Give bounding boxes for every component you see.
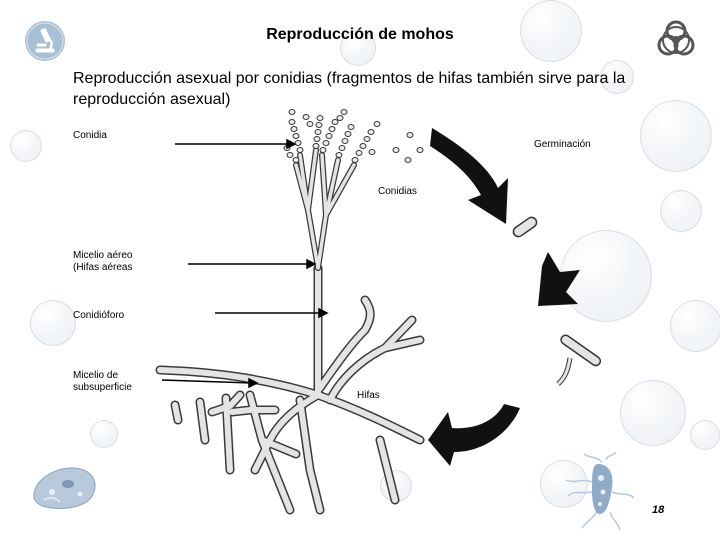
germinating-spore bbox=[512, 216, 602, 386]
free-conidia bbox=[368, 132, 424, 163]
background-bubble bbox=[670, 300, 720, 352]
biohazard-icon bbox=[657, 20, 695, 56]
background-bubble bbox=[540, 460, 588, 508]
background-bubble bbox=[640, 100, 712, 172]
background-bubble bbox=[90, 420, 118, 448]
label-pointers bbox=[161, 138, 329, 389]
background-bubble bbox=[520, 0, 582, 62]
conidiophore bbox=[293, 147, 357, 271]
background-bubble bbox=[600, 60, 634, 94]
background-bubble bbox=[620, 380, 686, 446]
page-number: 18 bbox=[652, 504, 665, 516]
arrow-spore-to-germination bbox=[538, 252, 580, 306]
label-conidioforo: Conidióforo bbox=[73, 310, 125, 321]
microscope-icon bbox=[23, 19, 67, 63]
background-bubble bbox=[10, 130, 42, 162]
label-germinacion: Germinación bbox=[534, 139, 591, 150]
label-conidia: Conidia bbox=[73, 130, 107, 141]
conidia-chains bbox=[283, 109, 381, 163]
background-bubble bbox=[660, 190, 702, 232]
arrow-germination-to-hyphae bbox=[428, 404, 520, 466]
cycle-arrows bbox=[428, 128, 580, 466]
hyphae-network bbox=[155, 263, 425, 515]
label-hifas: Hifas bbox=[357, 390, 380, 401]
background-bubble bbox=[30, 300, 76, 346]
label-micelio-aereo: Micelio aéreo (Hifas aéreas bbox=[73, 250, 133, 273]
arrow-conidia-to-spore bbox=[430, 128, 508, 224]
paramecium-icon bbox=[33, 467, 96, 509]
page-subtitle: Reproducción asexual por conidias (fragm… bbox=[73, 70, 626, 108]
bacteria-icon bbox=[565, 452, 635, 531]
page-title: Reproducción de mohos bbox=[266, 26, 454, 43]
label-micelio-subsuperficie: Micelio de subsuperficie bbox=[73, 370, 132, 393]
label-conidias: Conidias bbox=[378, 186, 417, 197]
background-bubble bbox=[340, 30, 376, 66]
